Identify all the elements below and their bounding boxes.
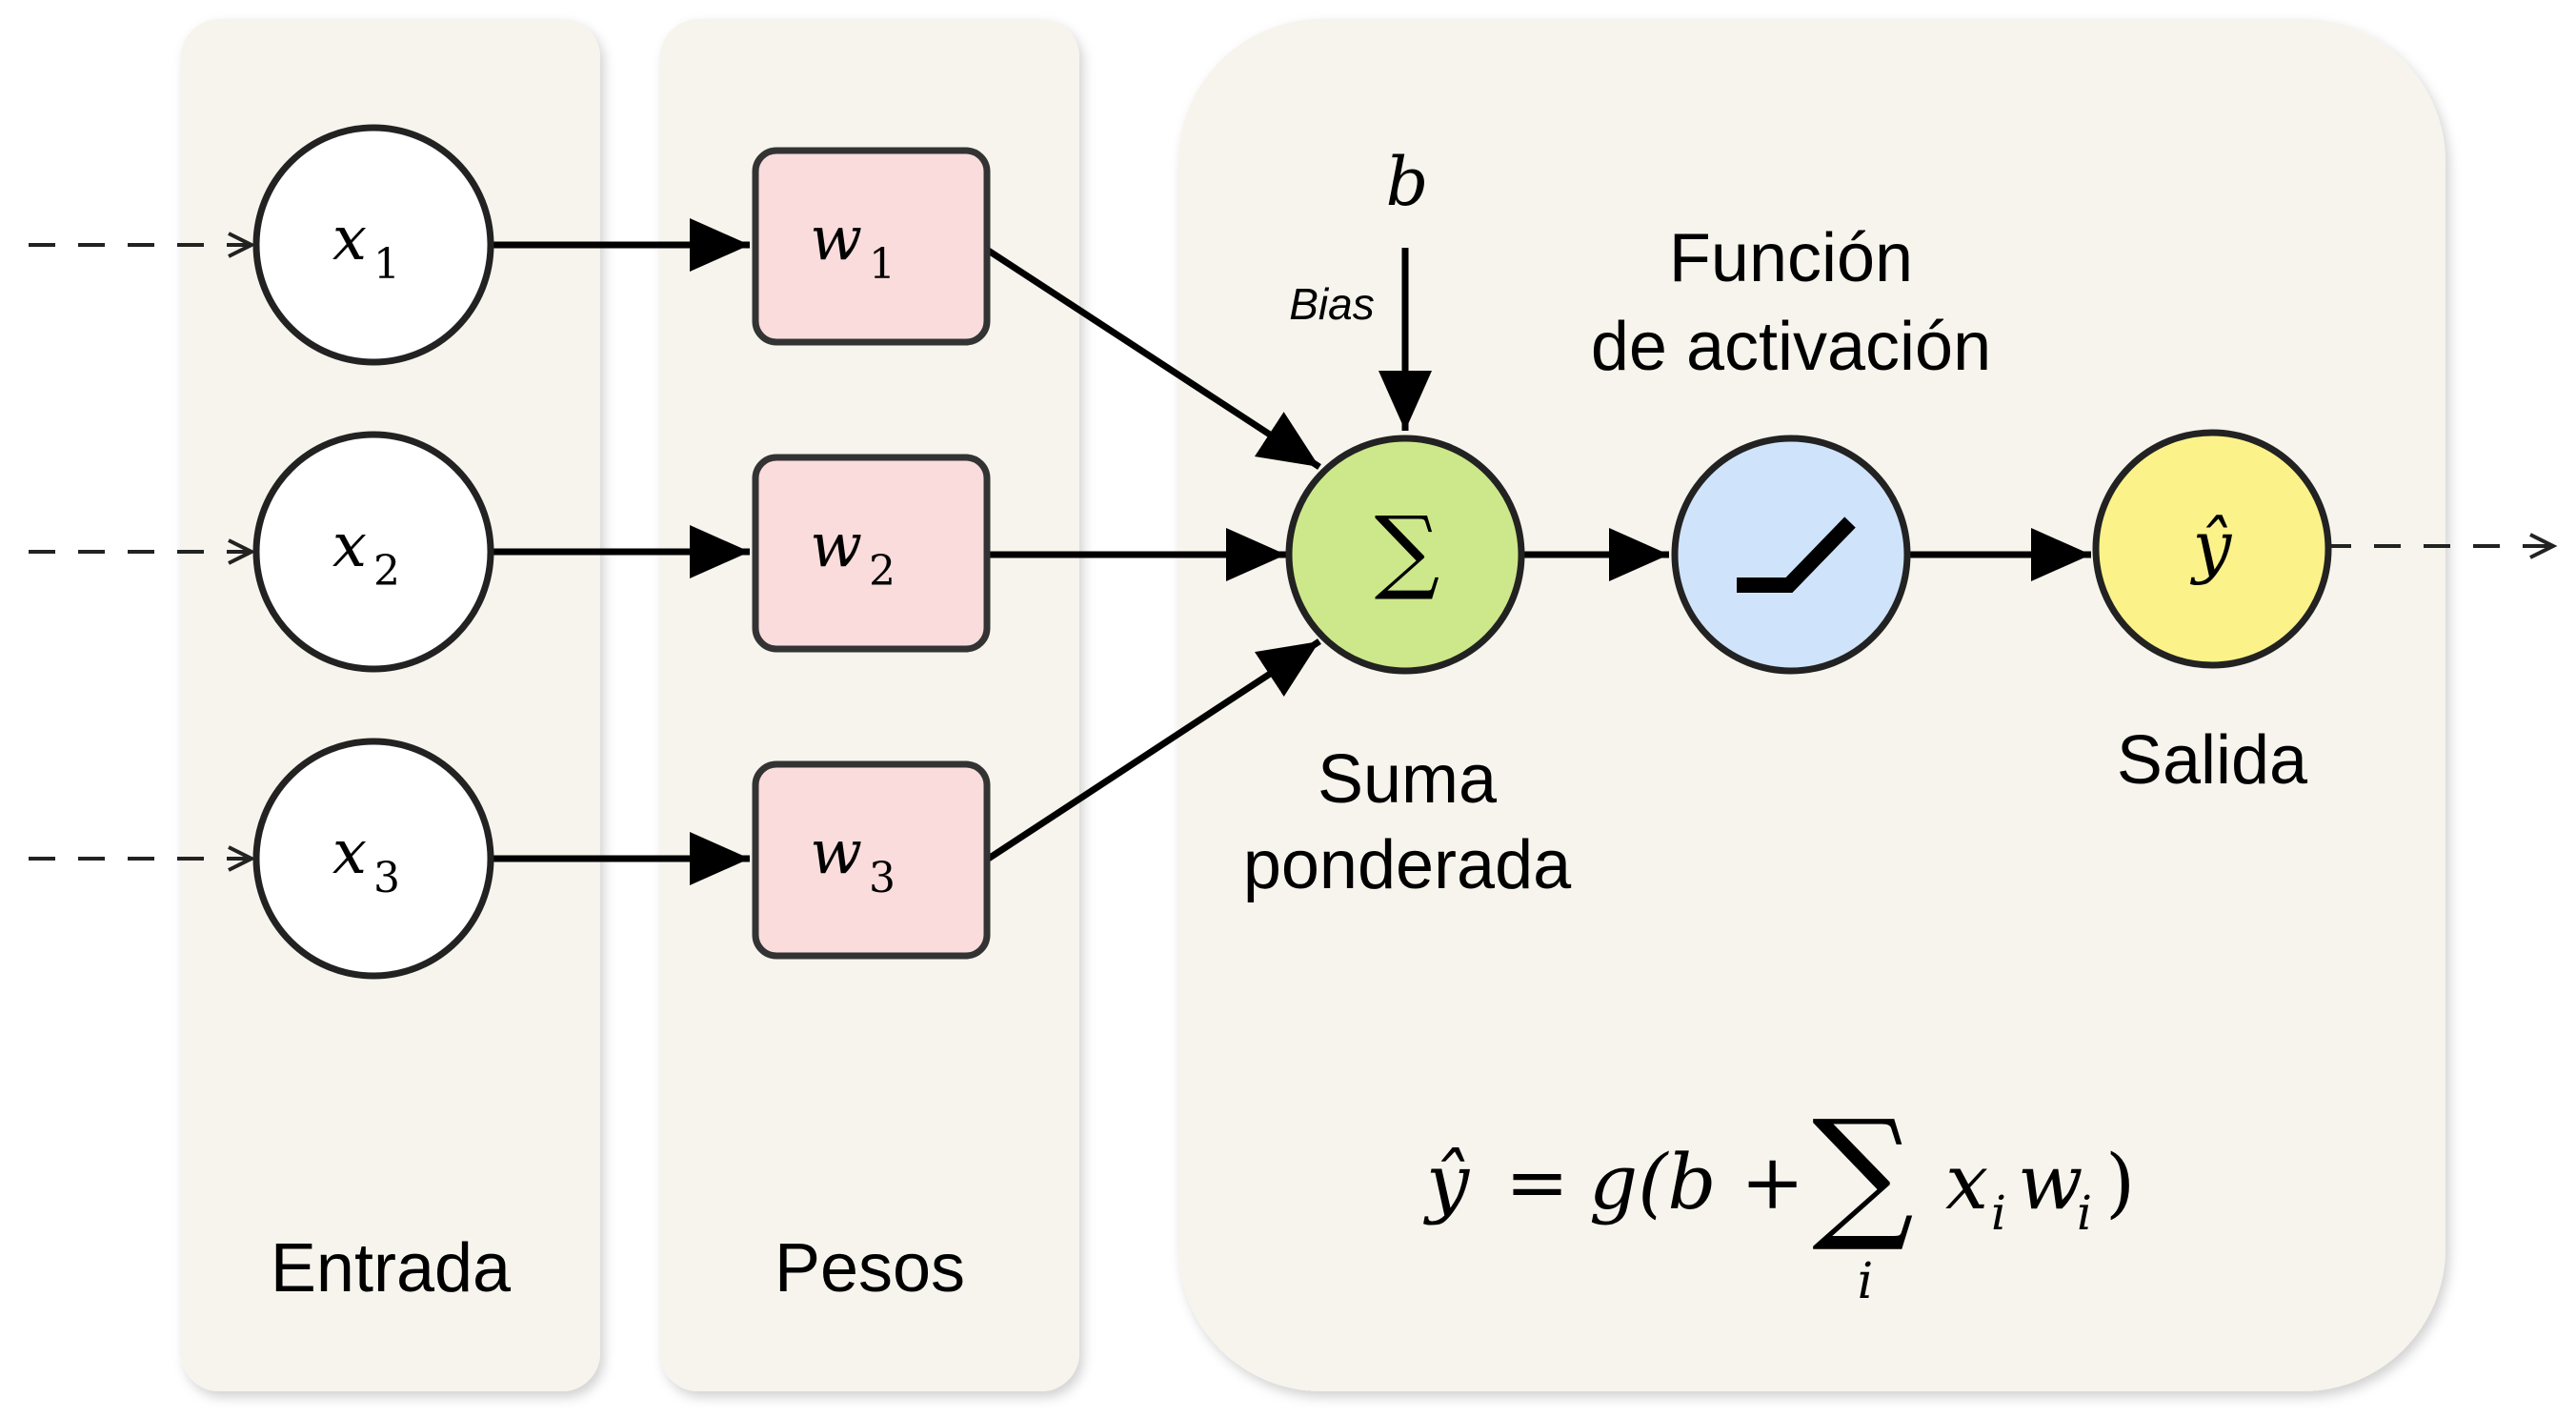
formula-sigma: ∑ xyxy=(1812,1090,1914,1256)
formula-equals: = xyxy=(1505,1138,1569,1226)
activation-label-line2: de activación xyxy=(1591,309,1991,385)
panel-neuron xyxy=(1178,19,2445,1391)
panel-pesos xyxy=(660,19,1079,1391)
weight-symbol-1: w xyxy=(810,204,862,274)
formula-term-x: x xyxy=(1945,1138,1988,1226)
input-node-1 xyxy=(252,124,494,366)
formula-lhs: ŷ xyxy=(1423,1138,1471,1226)
formula-term-x-sub: i xyxy=(1991,1185,2006,1241)
relu-icon xyxy=(1737,517,1856,593)
formula-term-w: w xyxy=(2018,1138,2083,1226)
activation-label-line1: Función xyxy=(1669,220,1913,296)
weight-sub-3: 3 xyxy=(869,854,896,902)
panel-label-entrada: Entrada xyxy=(271,1230,512,1307)
weight-box-1 xyxy=(752,147,991,346)
sum-label-line2: ponderada xyxy=(1243,827,1572,903)
input-node-2 xyxy=(252,431,494,673)
sum-symbol: ∑ xyxy=(1375,496,1440,603)
weight-symbol-2: w xyxy=(810,511,862,581)
weight-symbol-3: w xyxy=(810,818,862,888)
bias-label: Bias xyxy=(1289,279,1374,329)
input-symbol-1: x xyxy=(332,204,367,274)
input-node-3 xyxy=(252,738,494,980)
weight-sub-2: 2 xyxy=(869,547,896,596)
output-symbol: ŷ xyxy=(2190,506,2233,586)
panel-entrada xyxy=(181,19,600,1391)
formula-g-open: g(b + xyxy=(1589,1138,1804,1226)
input-sub-2: 2 xyxy=(373,547,400,596)
weight-box-3 xyxy=(752,760,991,960)
panel-label-pesos: Pesos xyxy=(775,1230,965,1307)
input-symbol-3: x xyxy=(332,818,367,888)
formula: ŷ = g(b + ∑ i x i w i ) xyxy=(1423,1090,2135,1310)
input-dashed-arrows xyxy=(29,232,256,872)
weight-box-2 xyxy=(752,454,991,653)
formula-close: ) xyxy=(2105,1138,2135,1226)
connection-arrows xyxy=(491,218,2091,885)
formula-term-w-sub: i xyxy=(2077,1185,2092,1241)
input-symbol-2: x xyxy=(332,511,367,581)
input-sub-1: 1 xyxy=(373,240,400,289)
activation-node xyxy=(1671,435,1911,675)
output-dashed-arrow xyxy=(2324,533,2558,559)
input-sub-3: 3 xyxy=(373,854,400,902)
sum-label-line1: Suma xyxy=(1318,741,1498,818)
output-node xyxy=(2092,429,2332,669)
weight-sub-1: 1 xyxy=(869,240,896,289)
formula-index: i xyxy=(1858,1253,1874,1310)
bias-symbol: b xyxy=(1386,143,1429,221)
sum-node xyxy=(1285,435,1525,675)
output-label: Salida xyxy=(2117,722,2308,799)
